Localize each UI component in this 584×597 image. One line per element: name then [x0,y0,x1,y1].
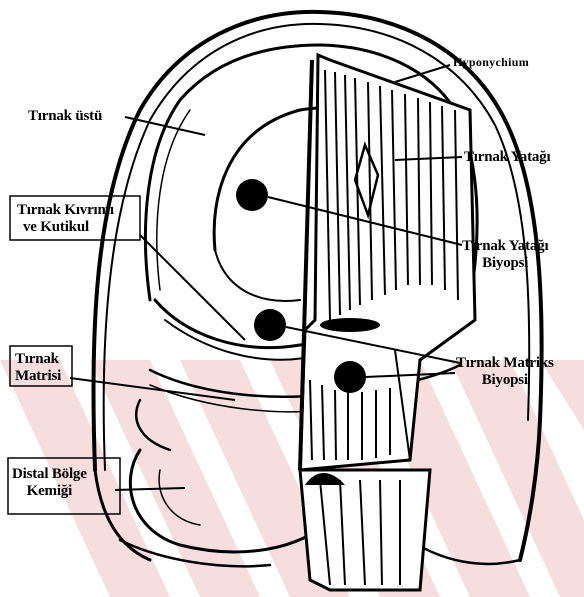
label-tirnak-yatagi: Tırnak Yatağı [464,149,550,166]
distal-line2-text: Kemiği [12,483,87,500]
label-kivrim-kutikul: Tırnak Kıvrımı ve Kutikul [17,202,114,236]
label-matriks-biyopsi: Tırnak Matriks Biyopsi [456,355,554,389]
leader-hyponychium [395,65,450,82]
leader-kivrim [140,235,245,340]
nail-bed-biopsy-dot [236,179,268,211]
yatak-biyopsi-line2-text: Biyopsi [462,255,548,272]
kivrim-line2-text: ve Kutikul [17,219,114,236]
tirnak-yatagi-text: Tırnak Yatağı [464,149,550,166]
label-hyponychium: Hyponychium [453,54,529,71]
label-tirnak-ustu: Tırnak üstü [28,108,102,125]
label-yatak-biyopsi: Tırnak Yatağı Biyopsi [462,238,548,272]
kivrim-line1-text: Tırnak Kıvrımı [17,202,114,219]
label-tirnak-matrisi: Tırnak Matrisi [15,351,61,385]
leader-distal [115,488,185,490]
yatak-biyopsi-line1-text: Tırnak Yatağı [462,238,548,255]
matris-biyopsi-line1-text: Tırnak Matriks [456,355,554,372]
distal-line1-text: Distal Bölge [12,466,87,483]
matris-line1-text: Tırnak [15,351,61,368]
matris-line2-text: Matrisi [15,368,61,385]
matrix-biopsy-dot-2 [334,361,366,393]
tirnak-ustu-text: Tırnak üstü [28,108,102,125]
hyponychium-text: Hyponychium [453,54,529,71]
leader-tirnak-ustu [125,117,205,135]
matris-biyopsi-line2-text: Biyopsi [456,372,554,389]
matrix-biopsy-dot-1 [254,309,286,341]
label-distal-bolge: Distal Bölge Kemiği [12,466,87,500]
nail-bed-section [300,55,475,590]
